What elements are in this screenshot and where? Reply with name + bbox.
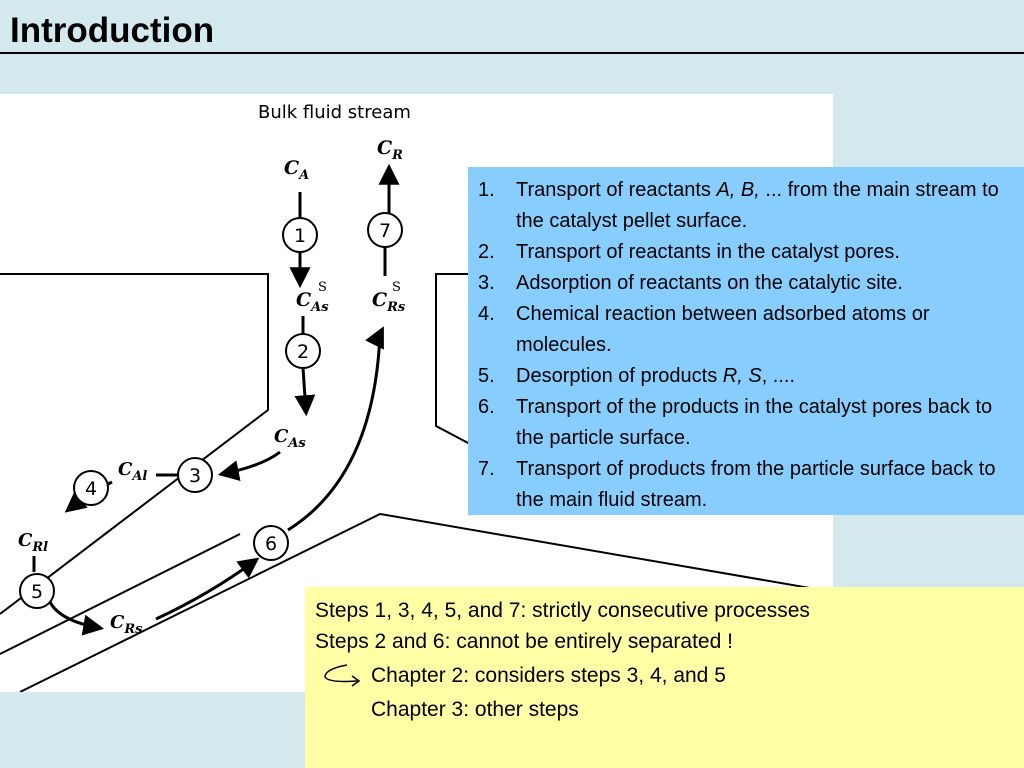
step-number-1: 1 [294,225,306,247]
step-number-5: 5 [31,581,43,603]
pore-wall-right [435,273,480,445]
step-item-1: 1.Transport of reactants A, B, ... from … [478,179,999,232]
slide-title: Introduction [10,11,215,50]
step-number-2: 2 [297,341,309,363]
arrow-step5 [48,601,105,636]
step-circle-7 [367,212,403,248]
pore-floor [0,533,241,655]
pellet-diagram: 1 2 3 4 5 6 7 Bulk fluid stream CA CAsS … [0,102,833,692]
notes-box: Steps 1, 3, 4, 5, and 7: strictly consec… [305,587,1024,768]
step-number-3: 3 [189,465,201,487]
title-underline [0,52,1024,54]
step-item-7: 7.Transport of products from the particl… [478,458,996,511]
steps-list-box: 1.Transport of reactants A, B, ... from … [468,167,1024,515]
step-circle-1 [282,217,318,253]
bulk-fluid-label: Bulk fluid stream [258,102,411,123]
arrow-step2-b [294,367,316,417]
label-ca: CA [284,157,309,183]
step-item-5: 5.Desorption of products R, S, .... [478,365,796,387]
step-item-2: 2.Transport of reactants in the catalyst… [478,241,900,263]
label-crs-surface: CRsS [372,280,406,315]
note-sub-group: Chapter 2: considers steps 3, 4, and 5 C… [315,659,1014,727]
step-circle-5 [19,573,55,609]
note-line-2: Steps 2 and 6: cannot be entirely separa… [315,630,733,653]
pellet-surface-lower [19,512,833,692]
arrow-to-step3 [217,450,281,481]
arrow-step6-up [287,326,384,532]
steps-list: 1.Transport of reactants A, B, ... from … [478,175,1014,516]
label-crl: CRl [18,530,48,555]
note-sub-line-1: Chapter 2: considers steps 3, 4, and 5 [371,664,726,687]
label-crs: CRs [110,612,143,637]
label-cr: CR [377,137,403,163]
step-number-4: 4 [85,478,97,500]
step-circle-3 [177,457,213,493]
arrow-step6 [155,557,260,621]
pore-wall-left [0,273,269,615]
hook-arrow-icon [324,664,361,687]
step-item-4: 4.Chemical reaction between adsorbed ato… [478,303,930,356]
step-circle-4 [73,470,109,506]
step-item-6: 6.Transport of the products in the catal… [478,396,993,449]
label-cas: CAs [274,426,306,451]
step-number-7: 7 [379,220,391,242]
note-line-1: Steps 1, 3, 4, 5, and 7: strictly consec… [315,599,810,622]
label-cal: CAl [118,459,147,484]
step-circle-2 [285,333,321,369]
label-cas-surface: CAsS [296,280,329,315]
step-number-6: 6 [265,533,277,555]
step-item-3: 3.Adsorption of reactants on the catalyt… [478,272,903,294]
note-sub-line-2: Chapter 3: other steps [371,698,579,721]
step-circle-6 [253,525,289,561]
